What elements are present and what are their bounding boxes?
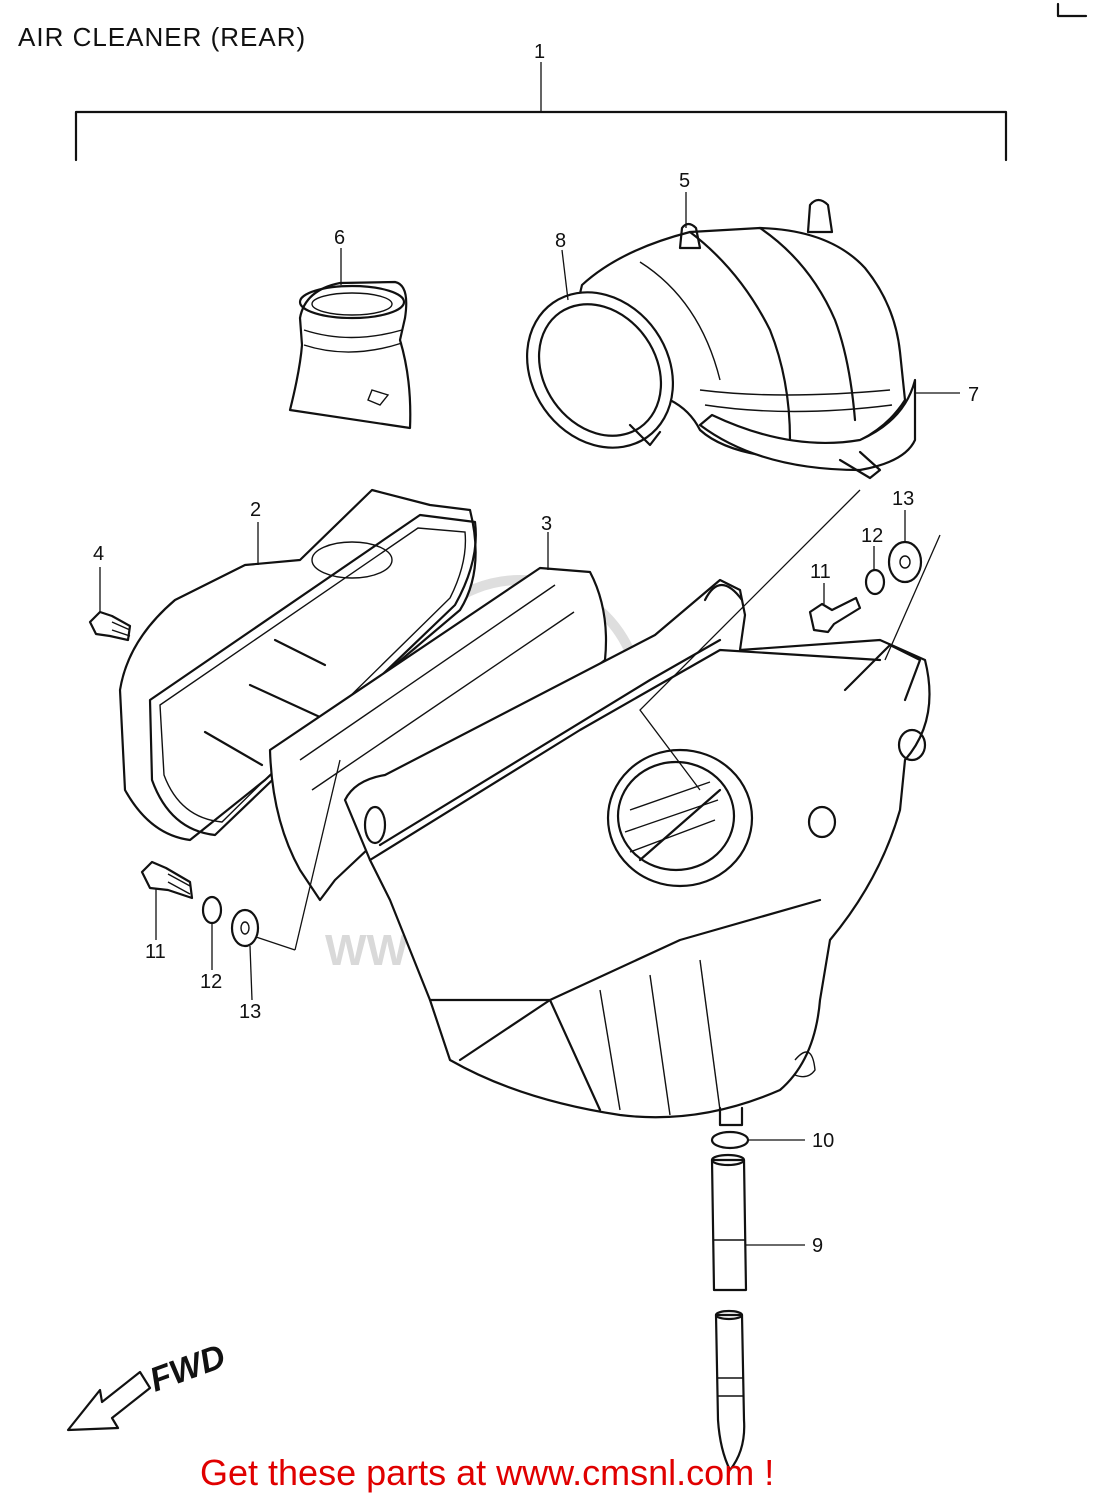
- part-10-clip: [710, 1130, 805, 1150]
- callout-12-right: 12: [861, 525, 883, 547]
- part-9-drain-hose: [710, 1153, 805, 1472]
- part-7-clamp: [698, 378, 960, 480]
- diagram-title: AIR CLEANER (REAR): [18, 22, 307, 52]
- fwd-label: FWD: [145, 1337, 231, 1399]
- forward-arrow-icon: [66, 1370, 152, 1432]
- part-12-washer-right: [864, 546, 886, 596]
- part-13-washer-left: [230, 908, 260, 1001]
- leader-lines: [249, 489, 941, 951]
- part-8-clamp: [525, 249, 675, 449]
- forward-direction-indicator: FWD: [66, 1337, 231, 1432]
- callout-11-left: 11: [145, 941, 166, 963]
- callout-2: 2: [250, 499, 261, 521]
- part-4-screw: [88, 567, 132, 642]
- callout-6: 6: [334, 227, 345, 249]
- callout-7: 7: [968, 384, 979, 406]
- part-6-intake-duct: [288, 248, 412, 430]
- callout-13-left: 13: [239, 1001, 261, 1023]
- callout-12-left: 12: [200, 971, 222, 993]
- part-11-bolt-right: [808, 583, 862, 634]
- callout-labels: 1 2 3 4 5 6 7 8 9 10 11 11 12 12 13 13: [93, 41, 979, 1257]
- part-12-washer-left: [201, 895, 223, 970]
- parts-link-footer[interactable]: Get these parts at www.cmsnl.com !: [200, 1452, 775, 1493]
- air-cleaner-case: [343, 578, 931, 1127]
- callout-13-right: 13: [892, 488, 914, 510]
- part-13-washer-right: [887, 510, 923, 584]
- callout-3: 3: [541, 513, 552, 535]
- corner-mark: [1056, 2, 1088, 18]
- callout-5: 5: [679, 170, 690, 192]
- callout-11-right: 11: [810, 561, 831, 583]
- callout-8: 8: [555, 230, 566, 252]
- callout-9: 9: [812, 1235, 823, 1257]
- assembly-bracket: [74, 62, 1008, 162]
- callout-10: 10: [812, 1130, 834, 1152]
- part-11-bolt-left: [140, 860, 194, 940]
- callout-1: 1: [534, 41, 545, 63]
- callout-4: 4: [93, 543, 104, 565]
